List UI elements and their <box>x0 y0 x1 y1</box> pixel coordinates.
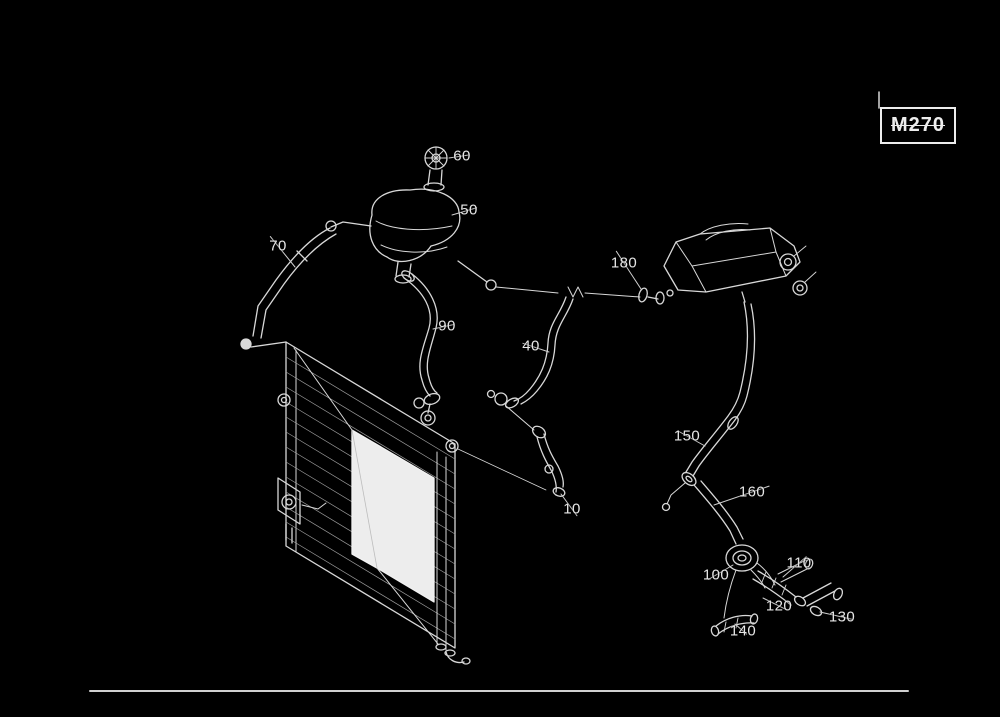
vent-line-part <box>457 260 659 303</box>
engine-model-badge[interactable]: M270 <box>880 107 956 144</box>
part-label-160[interactable]: 160 <box>738 483 766 501</box>
part-label-120[interactable]: 120 <box>765 597 793 615</box>
radiator-part <box>277 341 471 665</box>
radiator-side-panel <box>351 429 435 603</box>
part-label-10[interactable]: 10 <box>563 500 581 518</box>
engine-model-label: M270 <box>890 114 946 136</box>
part-label-140[interactable]: 140 <box>729 622 757 640</box>
part-label-70[interactable]: 70 <box>269 237 287 255</box>
reservoir-cap-part <box>423 146 448 192</box>
part-label-90[interactable]: 90 <box>438 317 456 335</box>
frame-marks <box>89 91 909 692</box>
part-label-40[interactable]: 40 <box>522 337 540 355</box>
hose-40-part <box>486 296 574 431</box>
part-label-150[interactable]: 150 <box>673 427 701 445</box>
part-label-110[interactable]: 110 <box>786 554 812 572</box>
hose-90-part <box>401 270 441 414</box>
leader-lines-layer <box>269 154 853 635</box>
coolant-pipe-part <box>661 301 756 545</box>
part-label-130[interactable]: 130 <box>828 608 856 626</box>
thermostat-assembly-part <box>710 544 844 637</box>
expansion-tank-part <box>330 188 461 284</box>
engine-water-inlet-part <box>655 223 817 305</box>
part-label-50[interactable]: 50 <box>460 201 478 219</box>
part-label-100[interactable]: 100 <box>702 566 730 584</box>
part-label-180[interactable]: 180 <box>610 254 638 272</box>
feed-pipe-part <box>240 220 337 350</box>
part-label-60[interactable]: 60 <box>453 147 471 165</box>
connector-10-part <box>457 425 566 497</box>
